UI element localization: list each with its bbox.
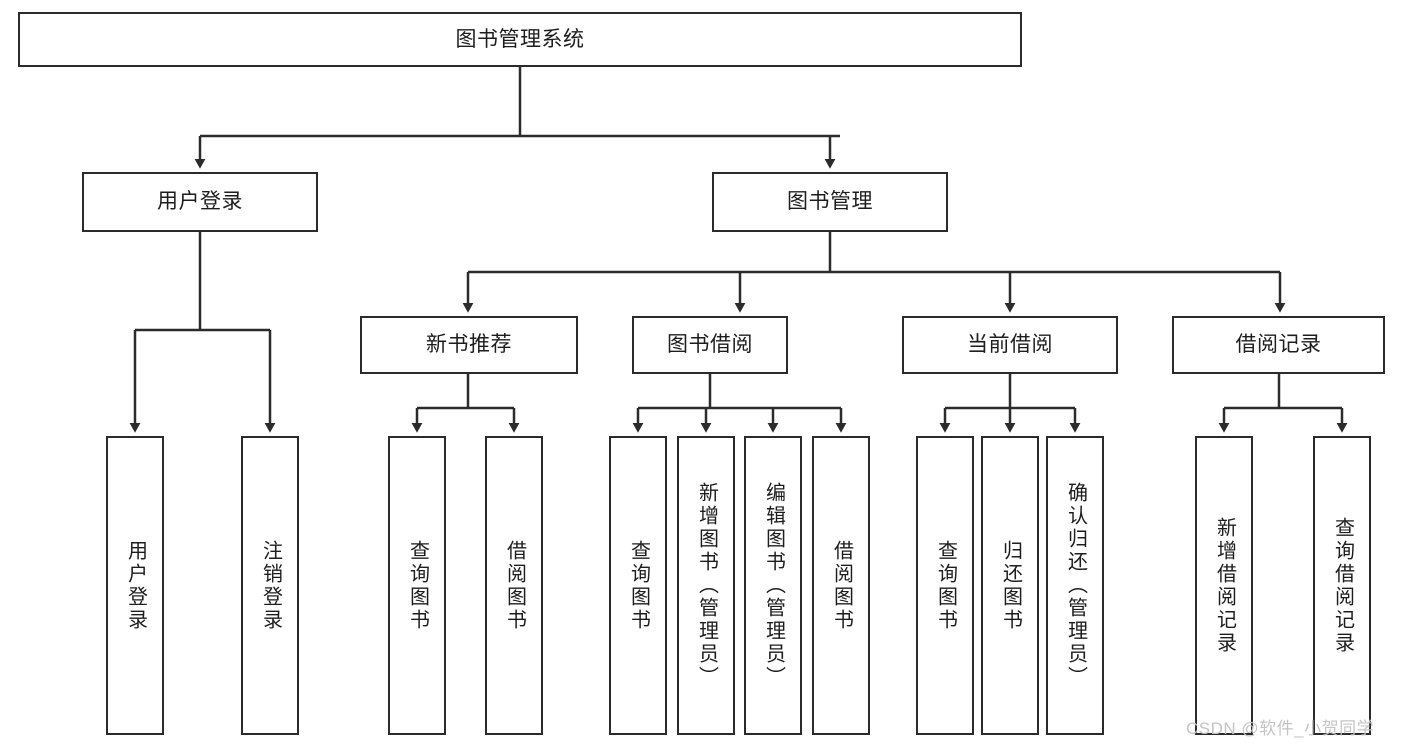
- leaf-user-login[interactable]: 用户登录: [106, 436, 164, 735]
- node-label: 图书管理系统: [455, 27, 585, 51]
- leaf-query-book-current[interactable]: 查询图书: [916, 436, 974, 735]
- node-label: 查询借阅记录: [1331, 516, 1354, 655]
- leaf-add-borrow-record[interactable]: 新增借阅记录: [1195, 436, 1253, 735]
- node-book-borrow[interactable]: 图书借阅: [632, 316, 788, 374]
- node-label: 借阅图书: [503, 539, 526, 632]
- node-borrow-record[interactable]: 借阅记录: [1172, 316, 1385, 374]
- leaf-query-book-recommend[interactable]: 查询图书: [388, 436, 446, 735]
- node-label: 图书借阅: [667, 333, 753, 357]
- node-label: 借阅图书: [830, 539, 853, 632]
- leaf-return-book[interactable]: 归还图书: [981, 436, 1039, 735]
- leaf-add-book-admin[interactable]: 新增图书（管理员）: [677, 436, 735, 735]
- leaf-borrow-book-recommend[interactable]: 借阅图书: [485, 436, 543, 735]
- node-label: 查询图书: [627, 539, 650, 632]
- node-label: 当前借阅: [967, 333, 1053, 357]
- node-label: 注销登录: [259, 539, 282, 632]
- node-current-borrow[interactable]: 当前借阅: [902, 316, 1118, 374]
- node-label: 新书推荐: [426, 333, 512, 357]
- leaf-edit-book-admin[interactable]: 编辑图书（管理员）: [744, 436, 802, 735]
- leaf-query-book-borrow[interactable]: 查询图书: [609, 436, 667, 735]
- node-label: 图书管理: [787, 190, 873, 214]
- node-label: 用户登录: [124, 539, 147, 632]
- node-new-book-recommend[interactable]: 新书推荐: [360, 316, 578, 374]
- node-label: 确认归还（管理员）: [1064, 482, 1087, 689]
- node-book-management[interactable]: 图书管理: [712, 172, 948, 232]
- node-label: 编辑图书（管理员）: [762, 482, 785, 689]
- node-label: 新增借阅记录: [1213, 516, 1236, 655]
- node-label: 借阅记录: [1235, 333, 1322, 357]
- node-label: 查询图书: [406, 539, 429, 632]
- node-root-book-management-system[interactable]: 图书管理系统: [18, 12, 1022, 67]
- node-label: 查询图书: [934, 539, 957, 632]
- node-label: 用户登录: [157, 190, 243, 214]
- node-label: 新增图书（管理员）: [695, 482, 718, 689]
- leaf-confirm-return-admin[interactable]: 确认归还（管理员）: [1046, 436, 1104, 735]
- node-user-login[interactable]: 用户登录: [82, 172, 318, 232]
- leaf-logout[interactable]: 注销登录: [241, 436, 299, 735]
- leaf-query-borrow-record[interactable]: 查询借阅记录: [1313, 436, 1371, 735]
- csdn-watermark: CSDN @软件_小贺同学: [1186, 719, 1375, 738]
- node-label: 归还图书: [999, 539, 1022, 632]
- leaf-borrow-book[interactable]: 借阅图书: [812, 436, 870, 735]
